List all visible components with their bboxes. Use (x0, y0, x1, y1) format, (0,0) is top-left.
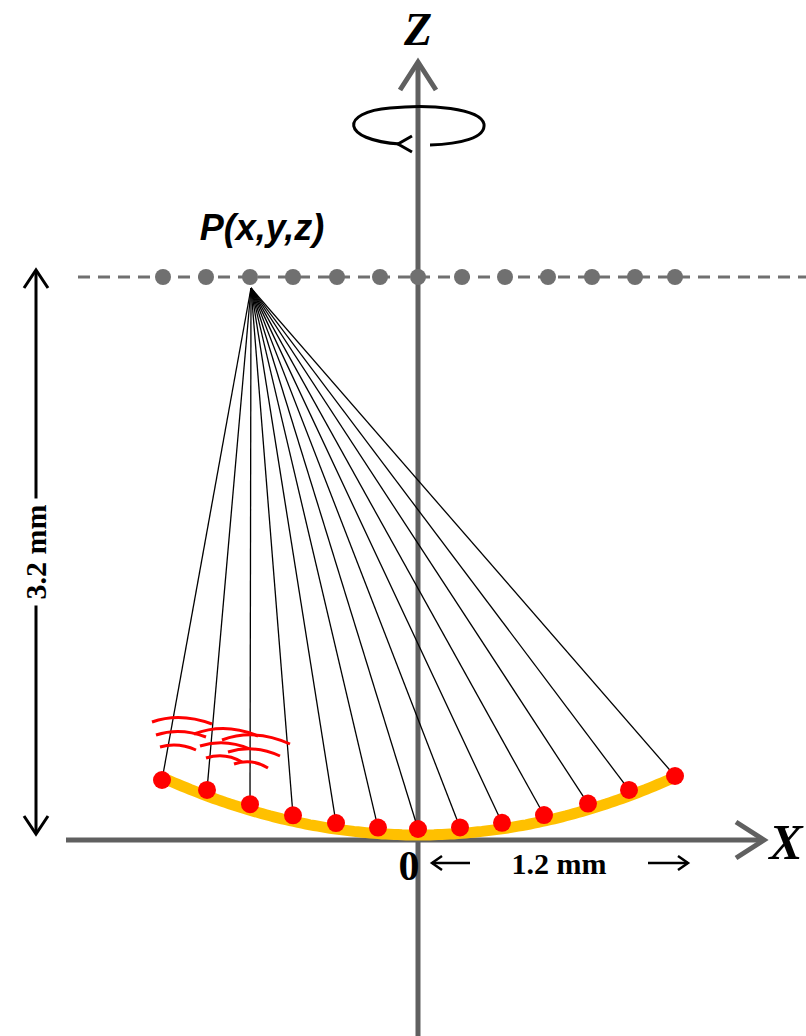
scan-point (329, 269, 345, 285)
ray-line (251, 288, 460, 827)
scan-point (584, 269, 600, 285)
scan-line (78, 276, 806, 279)
detector-element (369, 819, 387, 837)
scan-point (454, 269, 470, 285)
detector-element (198, 781, 216, 799)
detector-element (579, 795, 597, 813)
ultrasound-waves (152, 717, 290, 768)
scan-point (242, 269, 258, 285)
ray-line (251, 288, 336, 823)
x-arrowhead (736, 822, 764, 858)
detector-element (535, 806, 553, 824)
scan-points (155, 269, 683, 285)
detector-element (620, 781, 638, 799)
ray-line (207, 288, 251, 790)
scan-point (410, 269, 426, 285)
scan-point (285, 269, 301, 285)
z-arrowhead (400, 62, 436, 90)
scan-point (372, 269, 388, 285)
detector-element (409, 820, 427, 838)
detector-elements (153, 767, 684, 838)
scan-point (667, 269, 683, 285)
detector-element (241, 795, 259, 813)
detector-element (327, 814, 345, 832)
ray-lines (162, 288, 675, 829)
detector-element (451, 818, 469, 836)
scan-point (155, 269, 171, 285)
axis-label: Z (404, 7, 432, 53)
dimension-label: 3.2 mm (17, 499, 55, 606)
scan-point (627, 269, 643, 285)
axis-label: X (769, 817, 802, 867)
detector-element (493, 814, 511, 832)
ray-line (251, 288, 675, 776)
point-label: P(x,y,z) (200, 210, 325, 246)
scan-point (497, 269, 513, 285)
ray-line (251, 288, 418, 829)
origin-label: 0 (399, 845, 420, 887)
dimension-label: 1.2 mm (512, 849, 607, 879)
detector-element (284, 806, 302, 824)
ray-line (250, 288, 251, 804)
ray-line (251, 288, 544, 815)
ray-line (162, 288, 251, 780)
z-axis (416, 66, 421, 1036)
scan-point (198, 269, 214, 285)
ray-line (251, 288, 378, 828)
detector-element (153, 771, 171, 789)
ray-line (251, 288, 629, 790)
scan-point (540, 269, 556, 285)
detector-element (666, 767, 684, 785)
ray-line (251, 288, 588, 804)
rotation-arrow (354, 107, 484, 145)
rotation-arrowhead (398, 136, 412, 152)
